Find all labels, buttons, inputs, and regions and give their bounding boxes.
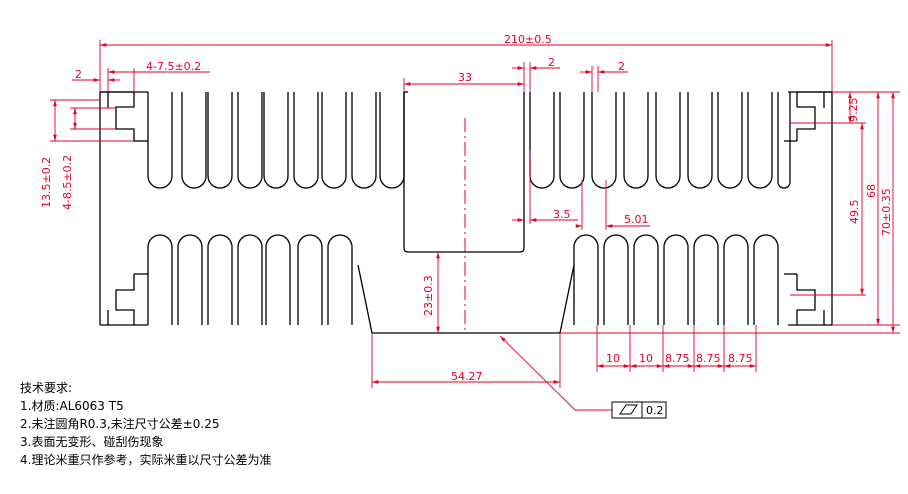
lower-fin-14 <box>753 234 779 325</box>
upper-fin-11 <box>559 92 585 189</box>
lower-fin-4 <box>237 234 263 325</box>
upper-fin-16 <box>717 92 743 189</box>
flatness-icon <box>619 404 638 415</box>
upper-fin-17 <box>747 92 773 189</box>
lower-fin-11 <box>663 234 689 325</box>
flatness-frame <box>611 401 667 419</box>
upper-fin-12 <box>591 92 617 189</box>
dim-height-68: 68 <box>865 184 878 198</box>
flatness-value: 0.2 <box>646 404 664 417</box>
dimension-lines <box>50 40 900 411</box>
lower-fin-1 <box>147 234 173 325</box>
dim-pitch-8-75-a: 8.75 <box>665 352 690 365</box>
dim-gap-3-5: 3.5 <box>553 208 571 221</box>
heatsink-profile <box>99 91 833 334</box>
upper-fin-15 <box>687 92 713 189</box>
lower-fin-8 <box>573 234 599 325</box>
notes-line-2: 2.未注圆角R0.3,未注尺寸公差±0.25 <box>20 417 220 431</box>
upper-fin-7 <box>321 92 347 189</box>
upper-fin-2 <box>181 92 207 189</box>
upper-fin-4 <box>237 92 263 189</box>
dim-pitch-5-01: 5.01 <box>624 213 649 226</box>
upper-fin-8 <box>351 92 377 189</box>
upper-fin-9 <box>379 92 405 189</box>
notes-line-1: 1.材质:AL6063 T5 <box>20 399 124 413</box>
lower-fin-2 <box>177 234 203 325</box>
upper-fin-5 <box>263 92 289 189</box>
lower-fin-13 <box>723 234 749 325</box>
dim-fin-thickness-a: 2 <box>548 56 555 69</box>
lower-fin-10 <box>633 234 659 325</box>
dim-left-13-5: 13.5±0.2 <box>40 157 53 208</box>
upper-fin-6 <box>293 92 319 189</box>
lower-fin-5 <box>265 234 291 325</box>
dim-height-70: 70±0.35 <box>880 188 893 236</box>
dim-overall-width: 210±0.5 <box>504 33 552 46</box>
dim-height-9-25: 9.25 <box>847 98 860 123</box>
dim-pitch-10-a: 10 <box>606 352 620 365</box>
dim-slot-width: 4-7.5±0.2 <box>146 60 201 73</box>
dim-base-width: 54.27 <box>451 370 483 383</box>
dim-left-4-8-5: 4-8.5±0.2 <box>61 155 74 210</box>
notes-line-3: 3.表面无变形、碰刮伤现象 <box>20 435 164 449</box>
dim-height-49-5: 49.5 <box>848 200 861 225</box>
lower-fins <box>147 234 779 325</box>
upper-fin-3 <box>207 92 233 189</box>
dim-wall-left: 2 <box>75 68 82 81</box>
upper-fin-18 <box>777 92 791 189</box>
dim-fin-thickness-b: 2 <box>618 60 625 73</box>
lower-fin-3 <box>207 234 233 325</box>
lower-fin-9 <box>603 234 629 325</box>
upper-fins <box>147 92 791 189</box>
upper-fin-10 <box>529 92 555 189</box>
dim-center-depth: 23±0.3 <box>422 275 435 316</box>
dim-pitch-10-b: 10 <box>639 352 653 365</box>
notes-line-4: 4.理论米重只作参考，实际米重以尺寸公差为准 <box>20 453 272 467</box>
lower-fin-7 <box>327 234 353 325</box>
dim-center-width: 33 <box>458 71 472 84</box>
lower-fin-12 <box>693 234 719 325</box>
lower-fin-6 <box>297 234 323 325</box>
dim-pitch-8-75-c: 8.75 <box>728 352 753 365</box>
upper-fin-1 <box>147 92 173 189</box>
notes-title: 技术要求: <box>20 381 73 395</box>
upper-fin-13 <box>623 92 649 189</box>
dim-pitch-8-75-b: 8.75 <box>696 352 721 365</box>
upper-fin-14 <box>655 92 681 189</box>
